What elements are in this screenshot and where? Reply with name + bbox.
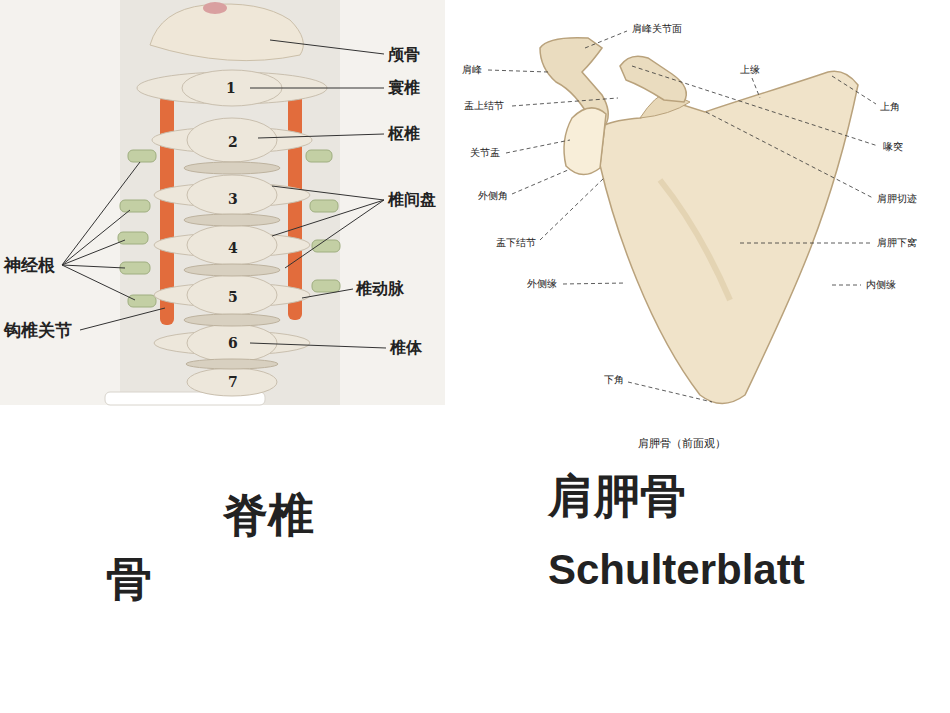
- scapula-body: [600, 71, 858, 403]
- photo-ground: [0, 0, 445, 405]
- leader-lines: [488, 31, 878, 402]
- part-name: 肩胛下窝: [877, 237, 917, 249]
- skull-mark: [203, 2, 227, 14]
- discs: [184, 162, 280, 369]
- coracoid: [620, 56, 686, 102]
- part-name: 肩峰关节面: [632, 23, 682, 35]
- part-name: 喙突: [883, 141, 903, 153]
- title-text: 脊椎骨: [106, 483, 346, 612]
- callout-number: 1: [226, 80, 236, 97]
- title-text: 肩胛骨: [548, 469, 686, 524]
- part-name: 椎间盘: [388, 190, 436, 209]
- callout-number: 2: [228, 134, 238, 151]
- part-name: 盂上结节: [464, 100, 504, 112]
- part-name: 神经根: [4, 255, 55, 275]
- callout-number: 3: [228, 191, 238, 208]
- skull-base: [150, 4, 303, 61]
- callout-number: 6: [228, 335, 238, 352]
- callout-number: 4: [228, 240, 238, 257]
- part-name: 下角: [604, 374, 624, 386]
- part-name: 外侧缘: [527, 278, 557, 290]
- part-name: 椎动脉: [356, 279, 404, 298]
- callout-number: 5: [228, 289, 238, 306]
- artery: [288, 90, 302, 320]
- part-name: 肩峰: [462, 64, 482, 76]
- part-name: 关节盂: [470, 147, 500, 159]
- part-name: 外侧角: [478, 190, 508, 202]
- part-name: 颅骨: [388, 45, 420, 64]
- part-name: 盂下结节: [496, 237, 536, 249]
- figure-caption: 肩胛骨（前面观）: [638, 437, 726, 450]
- part-name: 寰椎: [388, 78, 420, 97]
- photo-band: [120, 0, 340, 405]
- glenoid: [564, 108, 606, 175]
- part-name: 枢椎: [388, 124, 420, 143]
- callout-number: 7: [228, 374, 238, 391]
- part-name: 上缘: [740, 64, 760, 76]
- part-name: 椎体: [390, 338, 422, 357]
- title-text: Schulterblatt: [548, 545, 805, 595]
- vertebrae: [137, 70, 327, 396]
- part-name: 钩椎关节: [4, 320, 72, 340]
- leader-lines: [62, 40, 386, 348]
- ridge: [660, 180, 730, 300]
- part-name: 内侧缘: [866, 279, 896, 291]
- part-name: 上角: [880, 101, 900, 113]
- part-name: 肩胛切迹: [877, 193, 917, 205]
